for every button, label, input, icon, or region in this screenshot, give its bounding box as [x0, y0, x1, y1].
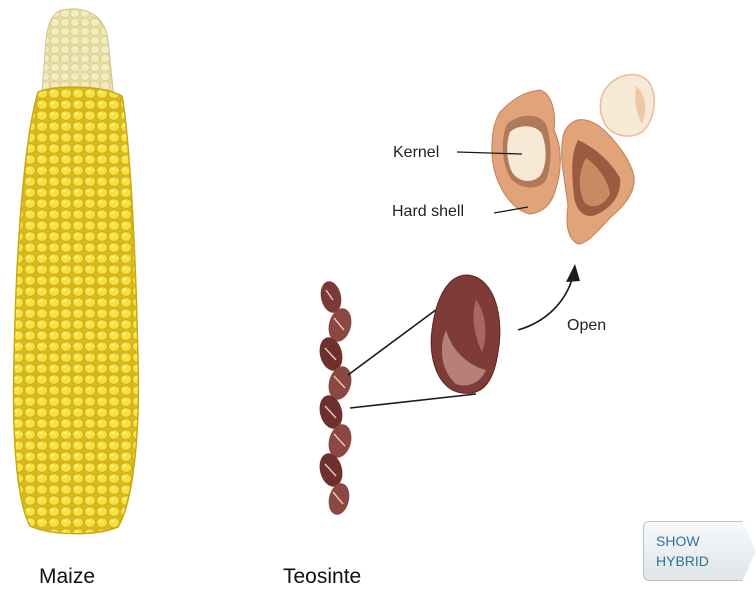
- maize-caption: Maize: [39, 565, 95, 589]
- maize-cob: [14, 9, 139, 534]
- show-hybrid-button[interactable]: SHOW HYBRID: [643, 521, 756, 581]
- show-hybrid-line1: SHOW: [656, 531, 756, 551]
- show-hybrid-line2: HYBRID: [656, 551, 756, 571]
- open-label: Open: [567, 317, 606, 335]
- hard-shell-label: Hard shell: [392, 203, 464, 221]
- zoom-line-bottom: [350, 394, 476, 408]
- opened-shell: [492, 75, 654, 244]
- loose-kernel: [600, 75, 654, 136]
- teosinte-caption: Teosinte: [283, 565, 361, 589]
- kernel-label: Kernel: [393, 144, 439, 162]
- enlarged-fruitcase: [431, 275, 500, 393]
- teosinte-ear: [316, 279, 355, 516]
